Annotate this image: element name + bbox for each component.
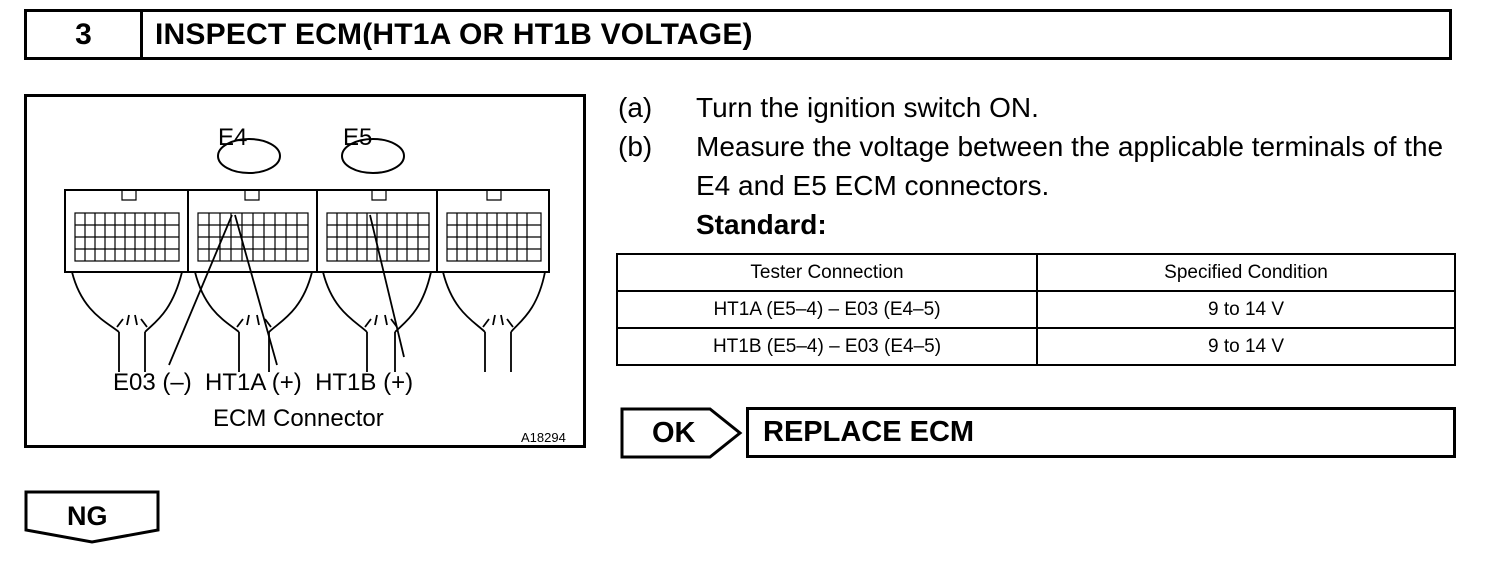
step-title: INSPECT ECM(HT1A OR HT1B VOLTAGE) [155,17,753,51]
column-header: Tester Connection [616,253,1038,292]
ng-result-arrow: NG [24,490,162,551]
terminal-labels: E03 (–) HT1A (+) HT1B (+) [113,369,414,396]
instruction-item: (a) Turn the ignition switch ON. [618,88,1468,127]
standard-label: Standard: [696,209,827,240]
figure-caption: ECM Connector [213,405,384,432]
ng-arrow-shape [24,490,160,544]
e4-label: E4 [218,124,248,151]
instruction-item: (b) Measure the voltage between the appl… [618,127,1468,205]
instruction-text: Measure the voltage between the applicab… [696,131,1444,201]
leader-lines [168,214,405,366]
table-row: HT1B (E5–4) – E03 (E4–5) 9 to 14 V [616,327,1456,366]
connector-body [64,189,550,273]
terminal-grids [74,190,542,262]
ecm-connector-figure: E4 E5 E03 (–) HT1A (+) HT1B (+) ECM Conn… [24,94,586,448]
table-cell: HT1A (E5–4) – E03 (E4–5) [616,290,1038,329]
instruction-label: (b) [618,131,653,162]
ng-label: NG [67,501,108,531]
step-header: 3 INSPECT ECM(HT1A OR HT1B VOLTAGE) [24,9,1452,60]
ok-label: OK [652,417,696,449]
e4-ellipse [217,138,281,174]
table-cell: 9 to 14 V [1036,290,1456,329]
spec-table: Tester Connection Specified Condition HT… [616,253,1456,366]
e5-label: E5 [343,124,373,151]
table-row: HT1A (E5–4) – E03 (E4–5) 9 to 14 V [616,290,1456,329]
table-cell: HT1B (E5–4) – E03 (E4–5) [616,327,1038,366]
wire-harnesses [71,271,546,372]
ecm-connector-drawing [64,138,550,372]
instruction-label: (a) [618,92,653,123]
table-cell: 9 to 14 V [1036,327,1456,366]
ok-arrow-shape [620,407,743,459]
ok-result-arrow: OK [620,407,744,464]
instruction-text: Turn the ignition switch ON. [696,92,1039,123]
instructions: (a) Turn the ignition switch ON. (b) Mea… [618,88,1468,244]
figure-id: A18294 [521,430,566,445]
column-header: Specified Condition [1036,253,1456,292]
step-number: 3 [27,12,143,57]
table-header-row: Tester Connection Specified Condition [616,253,1456,292]
ok-action-box: REPLACE ECM [746,407,1456,458]
e5-ellipse [341,138,405,174]
